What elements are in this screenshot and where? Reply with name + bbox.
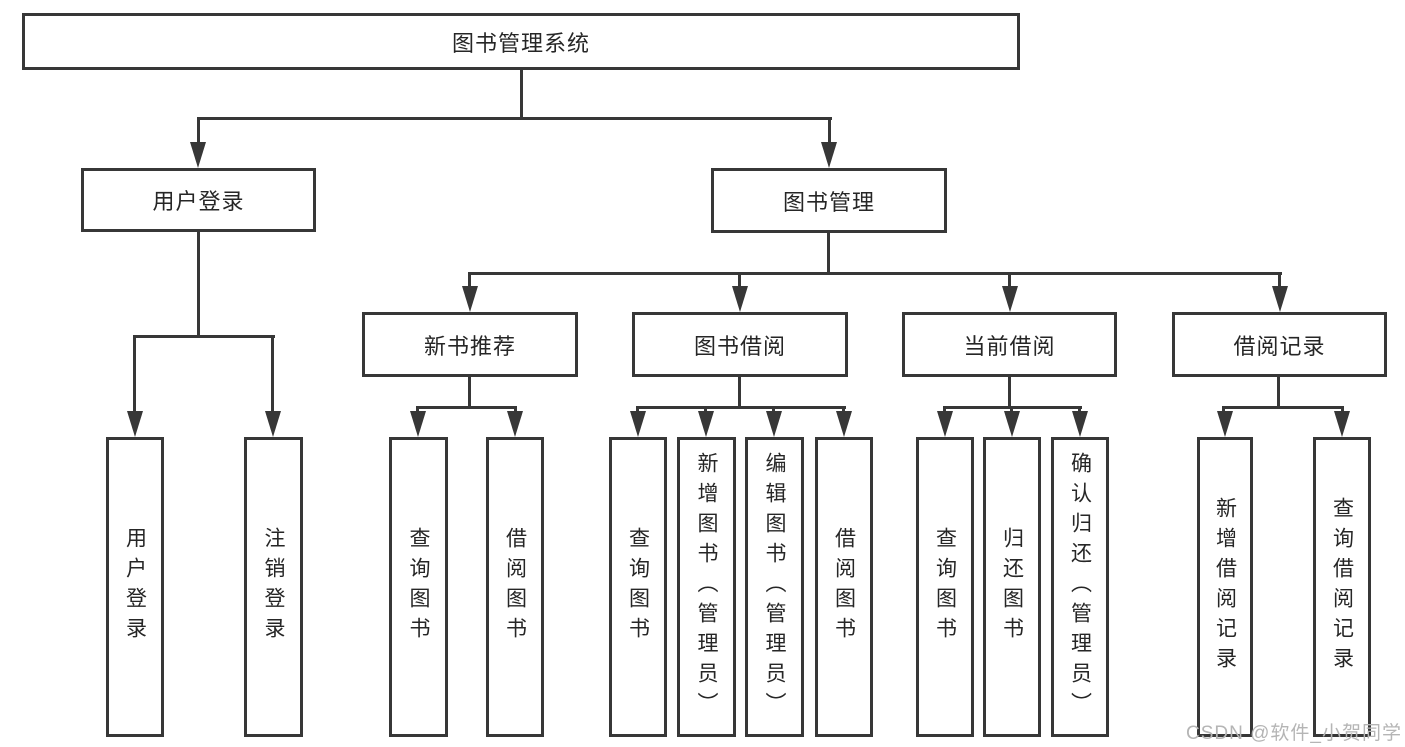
arrowhead-icon-leaf-query-borrow	[630, 411, 646, 437]
node-book-borrow-label: 图书借阅	[693, 333, 786, 359]
connector-to-leaf-add-record	[1222, 406, 1225, 414]
leaf-borrow-books-2: 借阅图书	[815, 437, 873, 737]
arrowhead-icon-leaf-query-recommend	[410, 411, 426, 437]
arrowhead-icon-current-borrow	[1002, 286, 1018, 312]
leaf-user-login-label: 用户登录	[123, 527, 147, 647]
arrowhead-icon-leaf-edit-book	[766, 411, 782, 437]
leaf-query-borrow-record: 查询借阅记录	[1313, 437, 1371, 737]
leaf-confirm-return-admin-label: 确认归还（管理员）	[1068, 452, 1092, 722]
connector-to-leaf-query-record	[1341, 406, 1344, 414]
connector-to-leaf-confirm-return	[1078, 406, 1081, 414]
leaf-add-borrow-record-label: 新增借阅记录	[1213, 497, 1237, 677]
connector-to-leaf-add-book	[704, 406, 707, 414]
leaf-query-books-borrow-label: 查询图书	[626, 527, 650, 647]
connector-level2-rail	[197, 117, 832, 120]
arrowhead-icon-leaf-borrow-recommend	[507, 411, 523, 437]
arrowhead-icon-leaf-confirm-return	[1072, 411, 1088, 437]
leaf-user-login: 用户登录	[106, 437, 164, 737]
connector-to-user-login	[197, 117, 200, 145]
connector-borrow-records-stub	[1277, 377, 1280, 409]
arrowhead-icon-leaf-add-record	[1217, 411, 1233, 437]
leaf-edit-book-admin: 编辑图书（管理员）	[745, 437, 804, 737]
node-current-borrow: 当前借阅	[902, 312, 1117, 377]
connector-current-borrow-stub	[1008, 377, 1011, 409]
leaf-return-book: 归还图书	[983, 437, 1041, 737]
leaf-query-borrow-record-label: 查询借阅记录	[1330, 497, 1354, 677]
arrowhead-icon-borrow-records	[1272, 286, 1288, 312]
node-root-label: 图书管理系统	[451, 30, 590, 56]
arrowhead-icon-leaf-user-login	[127, 411, 143, 437]
leaf-query-books-borrow: 查询图书	[609, 437, 667, 737]
connector-book-borrow-rail	[636, 406, 846, 409]
connector-to-current-borrow	[1008, 272, 1011, 290]
connector-to-new-book-recommend	[468, 272, 471, 290]
leaf-add-book-admin-label: 新增图书（管理员）	[695, 452, 718, 722]
leaf-query-books-current: 查询图书	[916, 437, 974, 737]
connector-to-leaf-logout	[271, 335, 274, 415]
connector-user-login-stub	[197, 232, 200, 338]
leaf-return-book-label: 归还图书	[1000, 527, 1024, 647]
arrowhead-icon-book-borrow	[732, 286, 748, 312]
leaf-query-books-recommend: 查询图书	[389, 437, 448, 737]
leaf-add-borrow-record: 新增借阅记录	[1197, 437, 1253, 737]
leaf-confirm-return-admin: 确认归还（管理员）	[1051, 437, 1109, 737]
connector-to-leaf-query-recommend	[416, 406, 419, 414]
connector-to-leaf-borrow-recommend	[514, 406, 517, 414]
connector-to-borrow-records	[1278, 272, 1281, 290]
connector-recommend-stub	[468, 377, 471, 409]
connector-book-borrow-stub	[738, 377, 741, 409]
arrowhead-icon-leaf-query-current	[937, 411, 953, 437]
connector-book-management-stub	[827, 233, 830, 275]
node-borrow-records: 借阅记录	[1172, 312, 1387, 377]
leaf-borrow-books-recommend-label: 借阅图书	[503, 527, 527, 647]
leaf-borrow-books-2-label: 借阅图书	[832, 527, 856, 647]
node-user-login-label: 用户登录	[152, 189, 245, 214]
connector-to-leaf-user-login	[133, 335, 136, 415]
node-new-book-recommend: 新书推荐	[362, 312, 578, 377]
node-current-borrow-label: 当前借阅	[963, 333, 1056, 359]
node-borrow-records-label: 借阅记录	[1233, 333, 1326, 359]
node-book-management-label: 图书管理	[782, 189, 875, 215]
arrowhead-icon-leaf-logout	[265, 411, 281, 437]
node-root-system: 图书管理系统	[22, 13, 1020, 70]
arrowhead-icon-leaf-query-record	[1334, 411, 1350, 437]
node-book-borrow: 图书借阅	[632, 312, 848, 377]
connector-to-leaf-borrow-2	[842, 406, 845, 414]
connector-user-login-rail	[133, 335, 275, 338]
connector-to-book-borrow	[738, 272, 741, 290]
arrowhead-icon-leaf-return	[1004, 411, 1020, 437]
connector-to-book-management	[828, 117, 831, 145]
leaf-edit-book-admin-label: 编辑图书（管理员）	[763, 452, 786, 722]
arrowhead-icon-book-management	[821, 142, 837, 168]
connector-borrow-records-rail	[1222, 406, 1344, 409]
watermark-text: CSDN @软件_小贺同学	[1186, 723, 1402, 744]
connector-to-leaf-query-borrow	[636, 406, 639, 414]
arrowhead-icon-user-login	[190, 142, 206, 168]
connector-level3-rail	[468, 272, 1282, 275]
leaf-query-books-recommend-label: 查询图书	[407, 527, 430, 647]
node-book-management: 图书管理	[711, 168, 947, 233]
arrowhead-icon-leaf-borrow-2	[836, 411, 852, 437]
leaf-logout: 注销登录	[244, 437, 303, 737]
leaf-borrow-books-recommend: 借阅图书	[486, 437, 544, 737]
connector-to-leaf-query-current	[943, 406, 946, 414]
leaf-logout-label: 注销登录	[262, 527, 285, 647]
connector-recommend-rail	[416, 406, 517, 409]
leaf-add-book-admin: 新增图书（管理员）	[677, 437, 736, 737]
connector-to-leaf-edit-book	[772, 406, 775, 414]
arrowhead-icon-leaf-add-book	[698, 411, 714, 437]
arrowhead-icon-new-book-recommend	[462, 286, 478, 312]
connector-root-stub	[520, 68, 523, 120]
connector-to-leaf-return	[1010, 406, 1013, 414]
node-user-login: 用户登录	[81, 168, 316, 232]
node-new-book-recommend-label: 新书推荐	[423, 333, 516, 359]
leaf-query-books-current-label: 查询图书	[933, 527, 957, 647]
